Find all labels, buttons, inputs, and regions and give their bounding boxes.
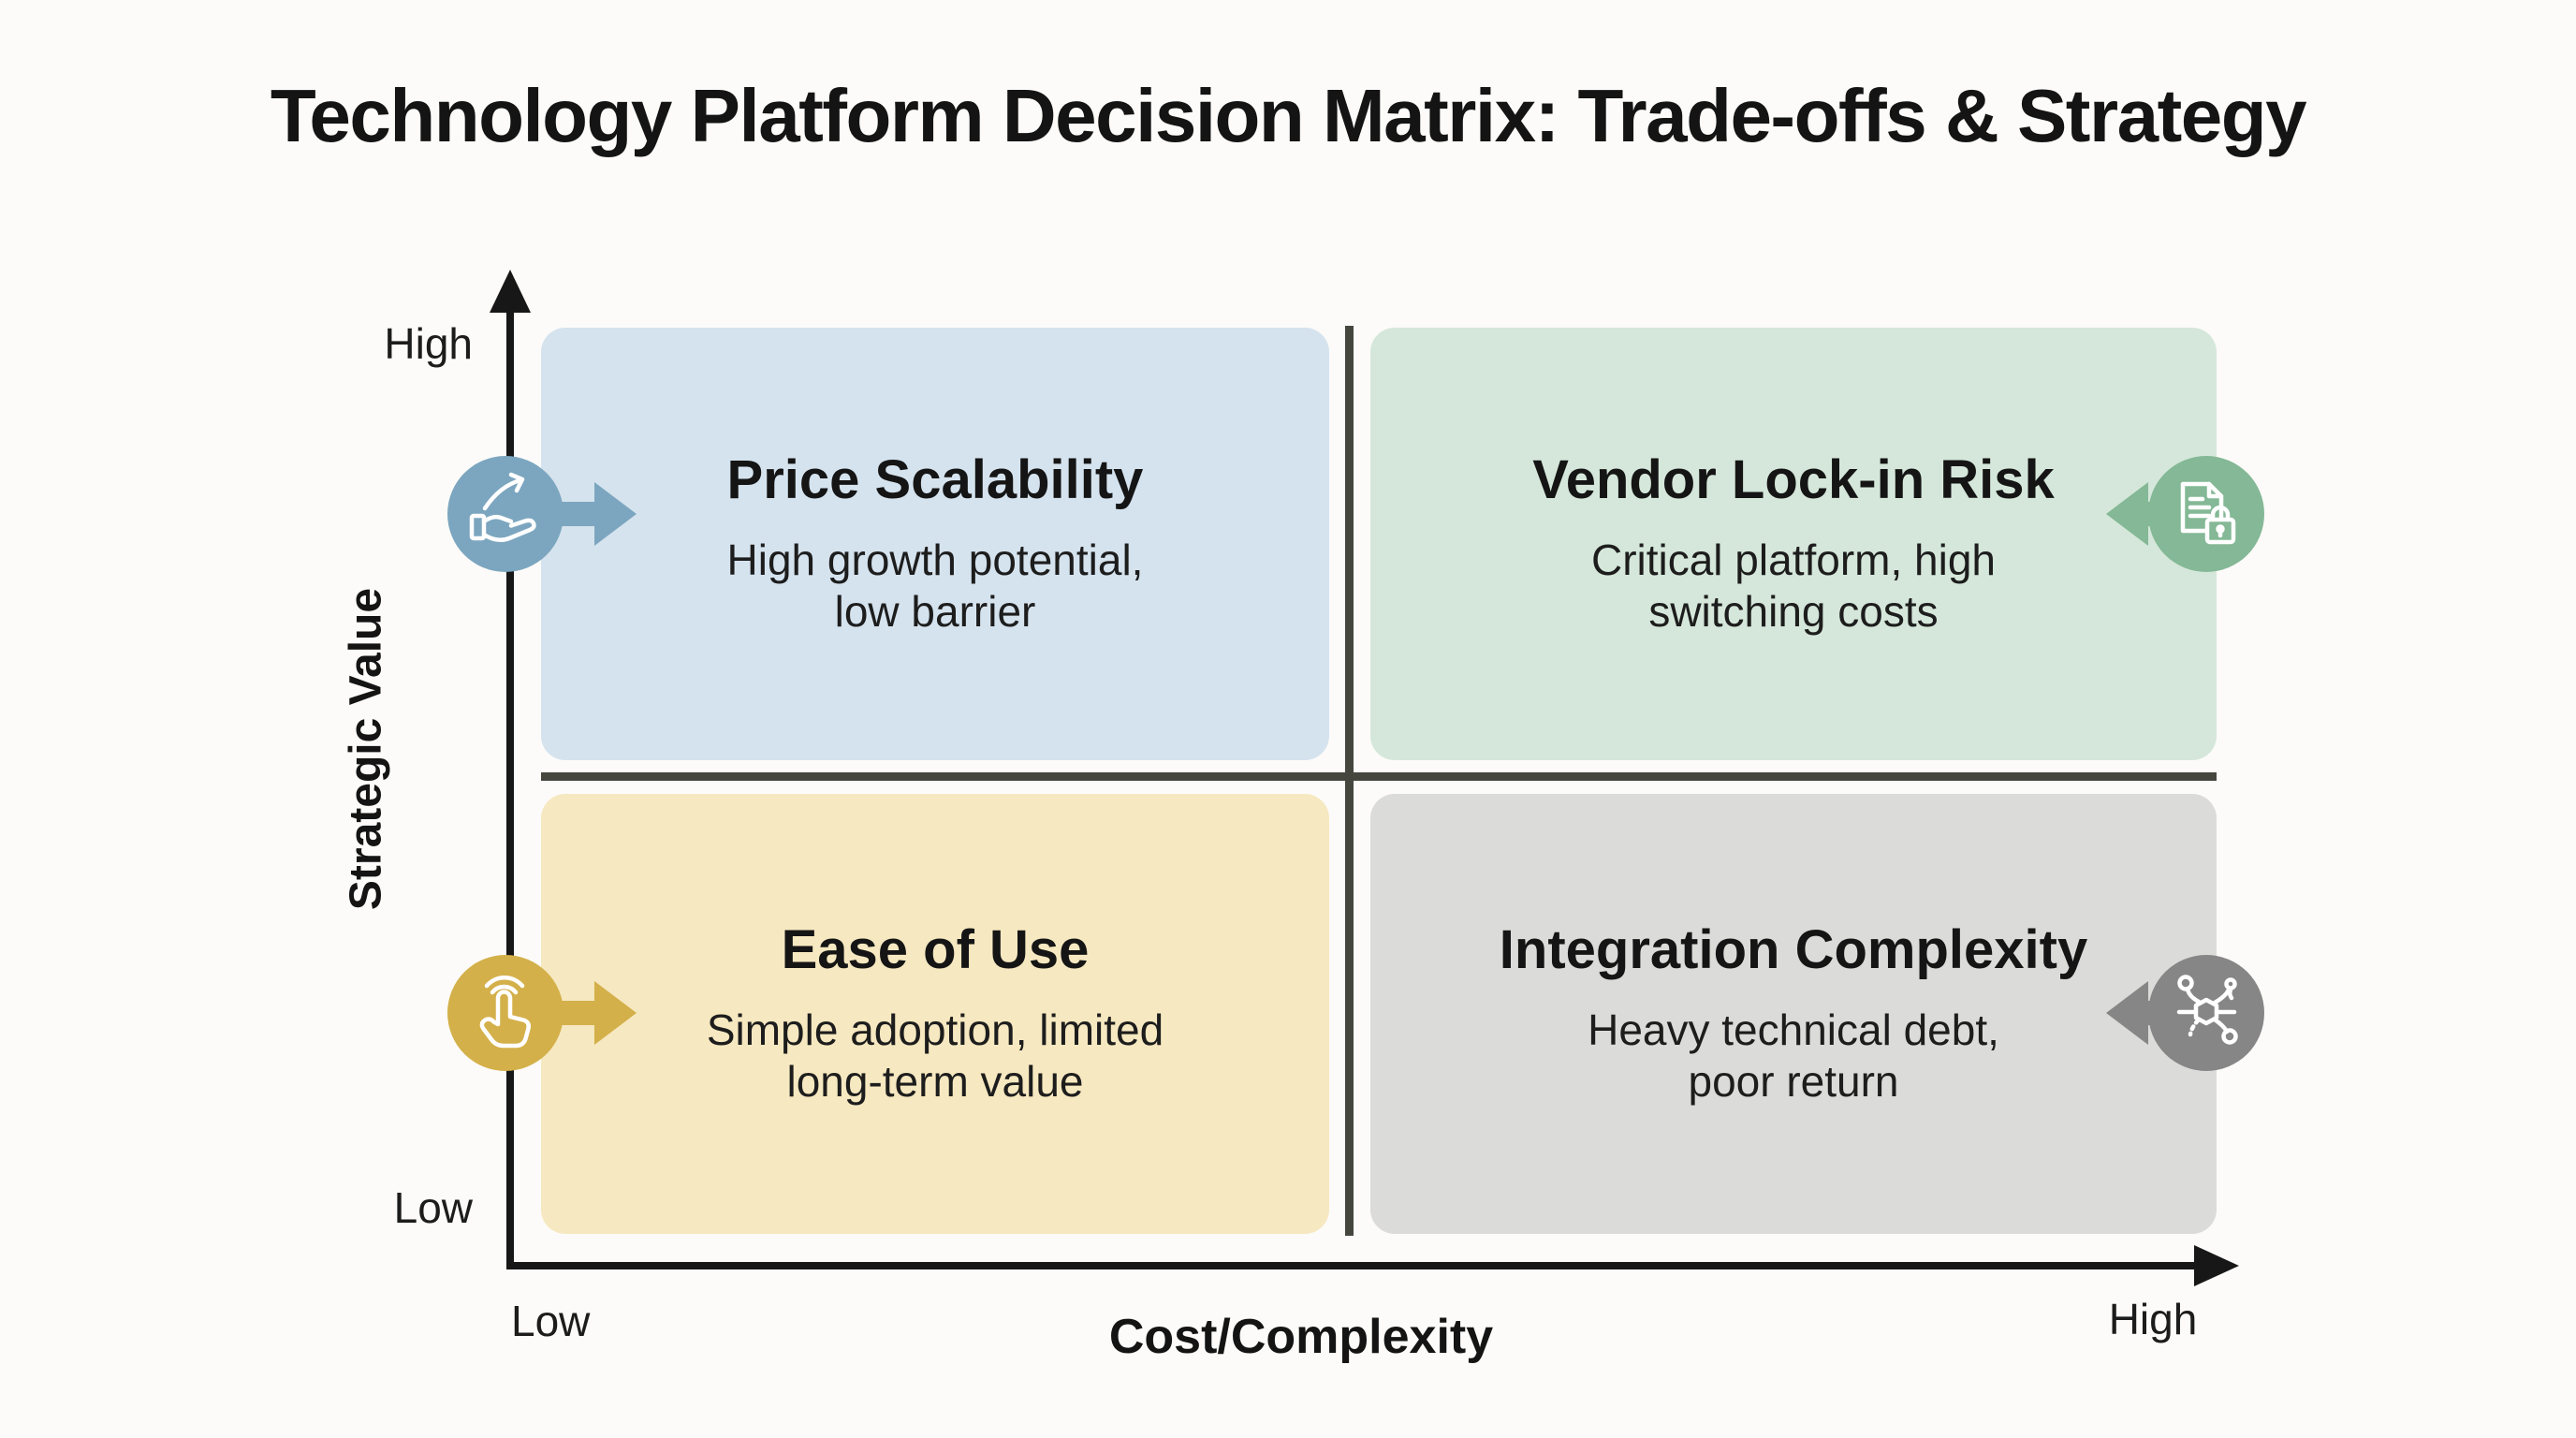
quadrant-subtitle: High growth potential, low barrier <box>726 535 1144 636</box>
integration-network-icon <box>2106 955 2264 1071</box>
tap-gesture-icon <box>447 955 637 1071</box>
vertical-divider-line <box>1345 326 1354 1236</box>
x-axis-high-label: High <box>2108 1295 2198 1343</box>
y-axis-low-label: Low <box>393 1183 473 1232</box>
horizontal-divider-line <box>541 772 2217 781</box>
quadrant-title: Vendor Lock-in Risk <box>1532 448 2055 510</box>
arrow-right-icon <box>594 482 637 546</box>
arrow-right-icon <box>594 981 637 1045</box>
x-axis-arrowhead-icon <box>2194 1245 2239 1286</box>
icon-circle <box>447 456 564 572</box>
quadrant-title: Price Scalability <box>726 448 1144 510</box>
page-title: Technology Platform Decision Matrix: Tra… <box>270 74 2307 157</box>
quadrant-title: Ease of Use <box>781 918 1090 980</box>
growth-hand-icon <box>447 456 637 572</box>
icon-circle <box>2148 955 2264 1071</box>
quadrant-subtitle: Critical platform, high switching costs <box>1590 535 1997 636</box>
arrow-left-icon <box>2106 482 2148 546</box>
icon-circle <box>447 955 564 1071</box>
quadrant-title: Integration Complexity <box>1499 918 2088 980</box>
quadrant-subtitle: Heavy technical debt, poor return <box>1588 1005 1999 1106</box>
y-axis-arrowhead-icon <box>490 270 531 313</box>
x-axis-line <box>506 1262 2201 1269</box>
x-axis-title: Cost/Complexity <box>1108 1310 1494 1364</box>
document-lock-icon <box>2106 456 2264 572</box>
y-axis-line <box>506 292 514 1269</box>
quadrant-integration-complexity: Integration Complexity Heavy technical d… <box>1370 794 2217 1234</box>
y-axis-title: Strategic Value <box>341 587 391 911</box>
arrow-left-icon <box>2106 981 2148 1045</box>
y-axis-high-label: High <box>384 319 473 368</box>
x-axis-low-label: Low <box>511 1297 591 1345</box>
quadrant-subtitle: Simple adoption, limited long-term value <box>706 1005 1164 1106</box>
quadrant-price-scalability: Price Scalability High growth potential,… <box>541 328 1329 760</box>
quadrant-ease-of-use: Ease of Use Simple adoption, limited lon… <box>541 794 1329 1234</box>
quadrant-vendor-lock-in-risk: Vendor Lock-in Risk Critical platform, h… <box>1370 328 2217 760</box>
